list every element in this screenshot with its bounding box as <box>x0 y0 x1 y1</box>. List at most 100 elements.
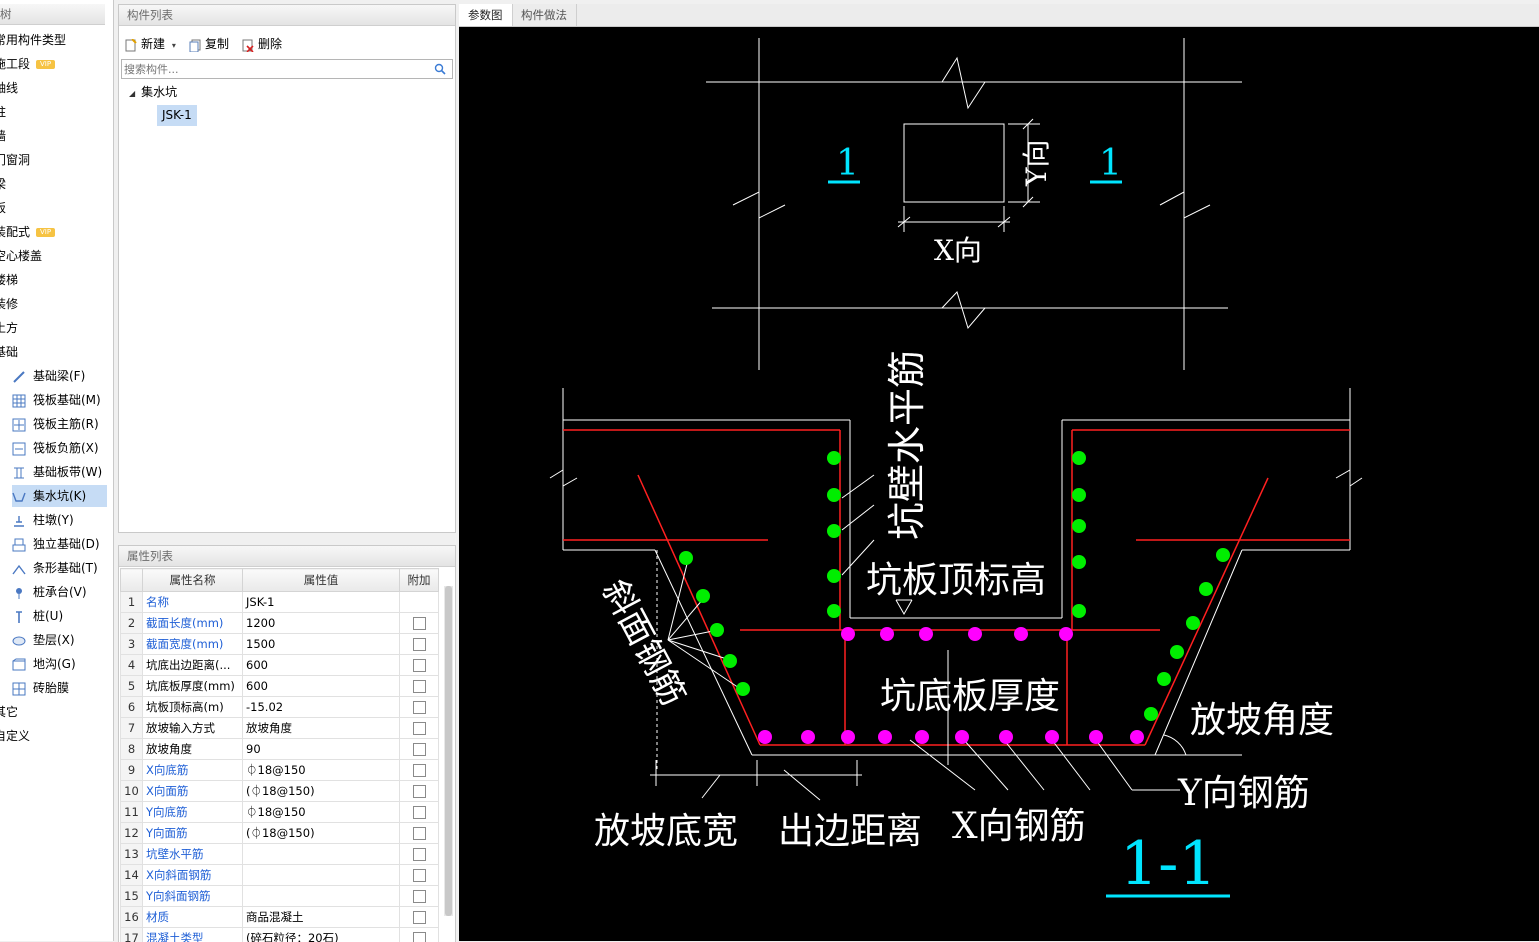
property-value[interactable] <box>243 844 400 865</box>
tree-sub-item[interactable]: 砖胎膜 <box>12 677 107 699</box>
tree-sub-item[interactable]: 基础梁(F) <box>12 365 107 387</box>
tree-item[interactable]: 其它 <box>0 701 18 723</box>
property-value[interactable]: (⏀18@150) <box>243 823 400 844</box>
tree-item[interactable]: 轴线 <box>0 77 18 99</box>
tree-sub-item[interactable]: 筏板基础(M) <box>12 389 107 411</box>
component-item-jsk1[interactable]: JSK-1 <box>157 105 197 126</box>
property-name: X向底筋 <box>143 760 243 781</box>
property-value[interactable]: 600 <box>243 676 400 697</box>
extra-checkbox[interactable] <box>413 743 426 756</box>
extra-checkbox[interactable] <box>413 806 426 819</box>
property-value[interactable]: (碎石粒径：20石) <box>243 928 400 942</box>
property-value[interactable]: 1500 <box>243 634 400 655</box>
chevron-down-icon[interactable]: ▾ <box>172 41 176 50</box>
tree-item[interactable]: 基础 <box>0 341 18 363</box>
extra-checkbox[interactable] <box>413 617 426 630</box>
property-value[interactable]: JSK-1 <box>243 592 400 613</box>
extra-checkbox[interactable] <box>413 890 426 903</box>
tree-item[interactable]: 装修 <box>0 293 18 315</box>
property-value[interactable]: -15.02 <box>243 697 400 718</box>
property-scrollbar[interactable] <box>444 586 453 916</box>
tree-sub-item[interactable]: 独立基础(D) <box>12 533 107 555</box>
extra-checkbox[interactable] <box>413 701 426 714</box>
property-value[interactable]: ⏀18@150 <box>243 802 400 823</box>
tree-sub-item[interactable]: 柱墩(Y) <box>12 509 107 531</box>
tree-item[interactable]: 梁 <box>0 173 6 195</box>
tree-sub-item[interactable]: 桩承台(V) <box>12 581 107 603</box>
tree-item[interactable]: 墙 <box>0 125 6 147</box>
tree-item[interactable]: 装配式VIP <box>0 221 55 243</box>
tree-item[interactable]: 空心楼盖 <box>0 245 42 267</box>
tree-item[interactable]: 楼梯 <box>0 269 18 291</box>
tab-parameter-diagram[interactable]: 参数图 <box>459 4 513 26</box>
search-icon[interactable] <box>434 63 446 75</box>
tree-item[interactable]: 常用构件类型 <box>0 29 66 51</box>
tree-item[interactable]: 柱 <box>0 101 6 123</box>
tree-item-label: 常用构件类型 <box>0 33 66 47</box>
search-field[interactable] <box>121 59 453 79</box>
property-value[interactable]: 放坡角度 <box>243 718 400 739</box>
search-input[interactable] <box>122 60 424 78</box>
property-name: 材质 <box>143 907 243 928</box>
extra-checkbox[interactable] <box>413 659 426 672</box>
tree-group-sump[interactable]: ◢集水坑 <box>129 82 177 102</box>
tree-item[interactable]: 施工段VIP <box>0 53 55 75</box>
property-value[interactable]: 1200 <box>243 613 400 634</box>
extra-cell <box>400 760 439 781</box>
extra-checkbox[interactable] <box>413 827 426 840</box>
tree-sub-item[interactable]: 条形基础(T) <box>12 557 107 579</box>
property-value[interactable] <box>243 865 400 886</box>
tree-sub-item[interactable]: 筏板主筋(R) <box>12 413 107 435</box>
tree-item[interactable]: 自定义 <box>0 725 30 747</box>
property-value[interactable]: 600 <box>243 655 400 676</box>
tab-component-method[interactable]: 构件做法 <box>512 4 577 26</box>
tree-item[interactable]: 土方 <box>0 317 18 339</box>
extra-checkbox[interactable] <box>413 764 426 777</box>
tree-sub-item[interactable]: 桩(U) <box>12 605 107 627</box>
extra-checkbox[interactable] <box>413 848 426 861</box>
parameter-diagram-canvas[interactable]: X向 Y向 1 1 <box>459 27 1539 941</box>
property-value[interactable]: 90 <box>243 739 400 760</box>
property-value[interactable]: 商品混凝土 <box>243 907 400 928</box>
scrollbar-thumb[interactable] <box>445 586 452 916</box>
extra-checkbox[interactable] <box>413 911 426 924</box>
property-value[interactable] <box>243 886 400 907</box>
delete-button[interactable]: 删除 <box>242 33 282 55</box>
extra-checkbox[interactable] <box>413 722 426 735</box>
extra-checkbox[interactable] <box>413 869 426 882</box>
tree-sub-item[interactable]: 集水坑(K) <box>12 485 107 507</box>
row-number: 15 <box>121 886 143 907</box>
copy-button[interactable]: 复制 <box>189 33 229 55</box>
tree-item-label: 空心楼盖 <box>0 249 42 263</box>
extra-checkbox[interactable] <box>413 680 426 693</box>
property-value[interactable]: ⏀18@150 <box>243 760 400 781</box>
tree-sub-item[interactable]: 垫层(X) <box>12 629 107 651</box>
tree-item[interactable]: 板 <box>0 197 6 219</box>
tree-item[interactable]: 门窗洞 <box>0 149 30 171</box>
tree-sub-item[interactable]: 筏板负筋(X) <box>12 437 107 459</box>
property-value[interactable]: (⏀18@150) <box>243 781 400 802</box>
collapse-triangle-icon[interactable]: ◢ <box>129 89 135 98</box>
tree-sub-item[interactable]: 地沟(G) <box>12 653 107 675</box>
new-button[interactable]: 新建 ▾ <box>125 33 176 55</box>
tree-sub-item[interactable]: 基础板带(W) <box>12 461 107 483</box>
extra-checkbox[interactable] <box>413 785 426 798</box>
extra-checkbox[interactable] <box>413 638 426 651</box>
